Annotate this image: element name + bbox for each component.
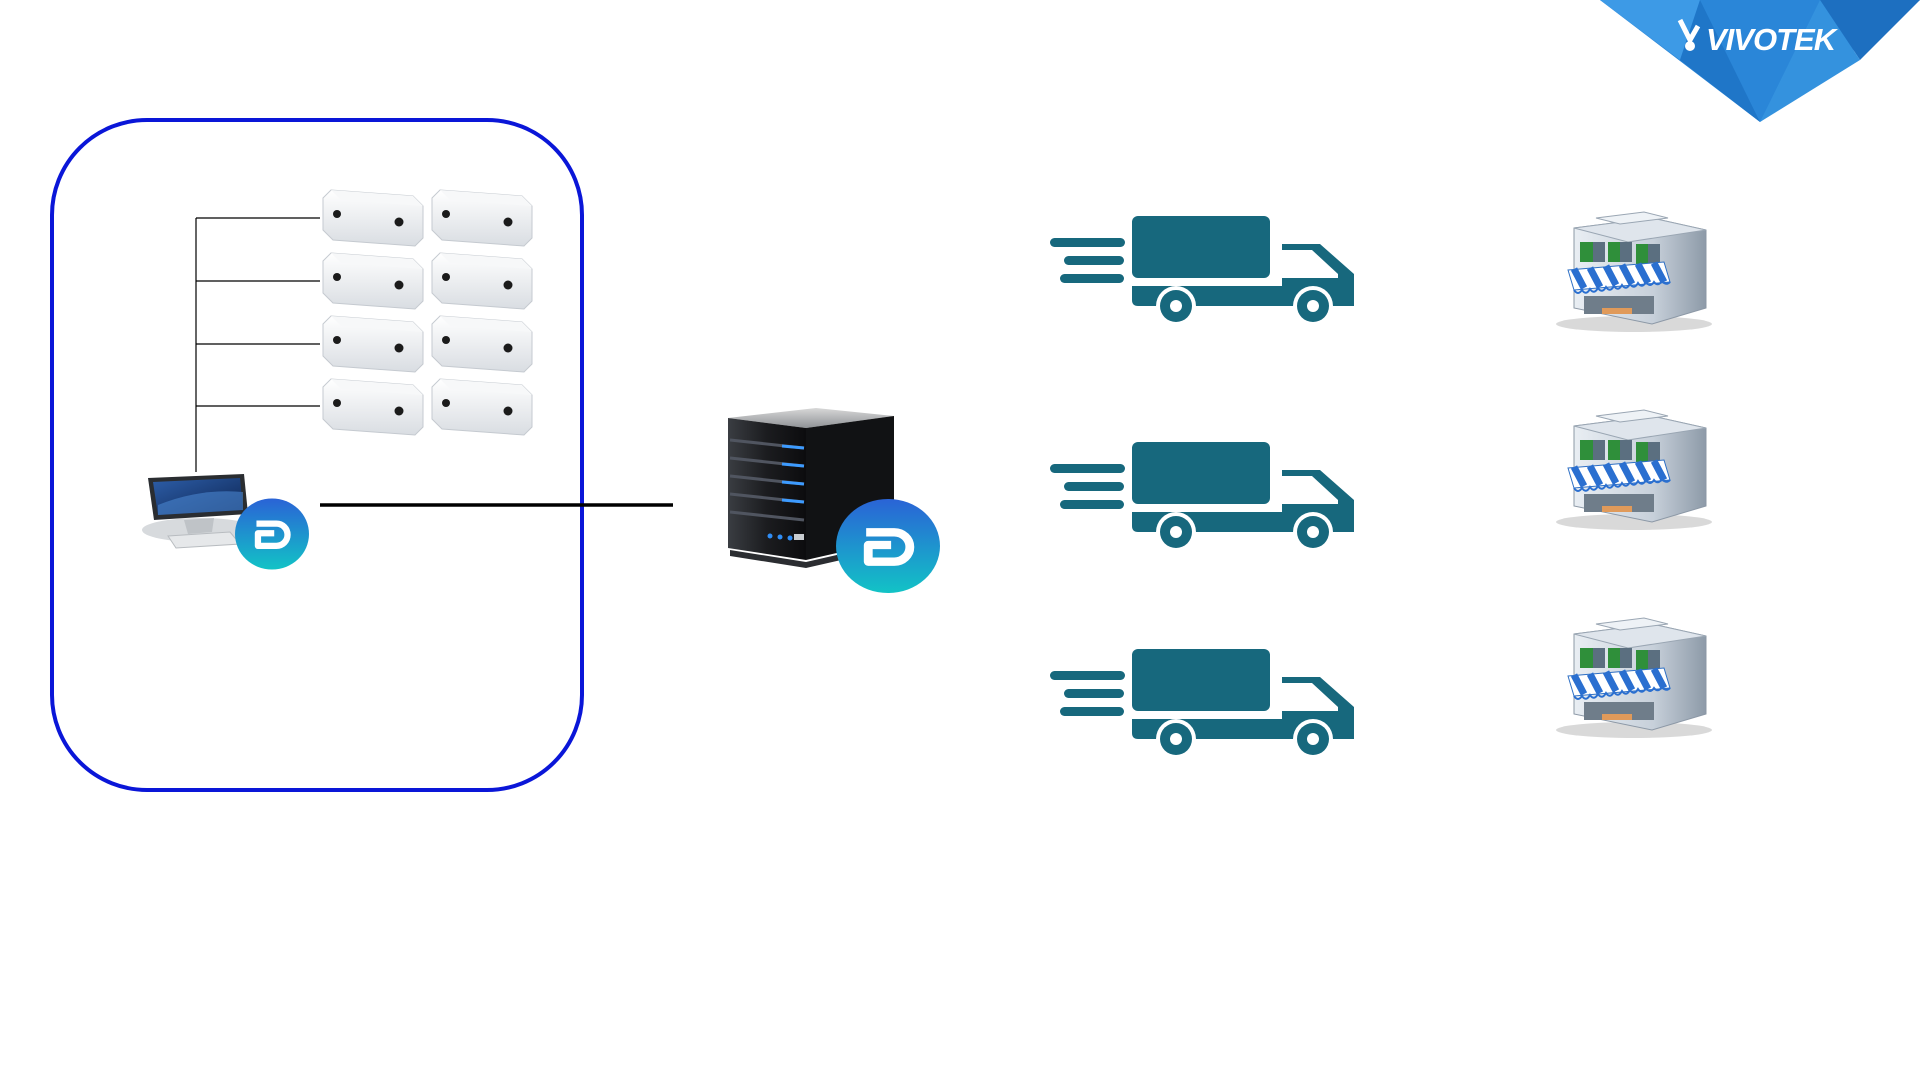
delivery-truck-icon [1050, 442, 1354, 552]
people-counting-camera-icon [323, 379, 423, 435]
people-counting-camera-icon [323, 253, 423, 309]
people-counting-camera-icon [323, 316, 423, 372]
delivery-truck-icon [1050, 649, 1354, 759]
app-badge-icon [235, 498, 309, 569]
truck-fleet [1050, 216, 1354, 759]
camera-grid [323, 190, 532, 435]
people-counting-camera-icon [432, 253, 532, 309]
people-counting-camera-icon [432, 316, 532, 372]
camera-bus-lines [196, 218, 320, 472]
people-counting-camera-icon [323, 190, 423, 246]
storefront-icon [1556, 618, 1712, 738]
people-counting-camera-icon [432, 190, 532, 246]
people-counting-camera-icon [432, 379, 532, 435]
delivery-truck-icon [1050, 216, 1354, 326]
brand-logo-text: VIVOTEK [1706, 22, 1835, 58]
store-list [1556, 212, 1712, 738]
storefront-icon [1556, 212, 1712, 332]
storefront-icon [1556, 410, 1712, 530]
app-badge-icon [836, 499, 940, 593]
brand-banner [1600, 0, 1920, 122]
